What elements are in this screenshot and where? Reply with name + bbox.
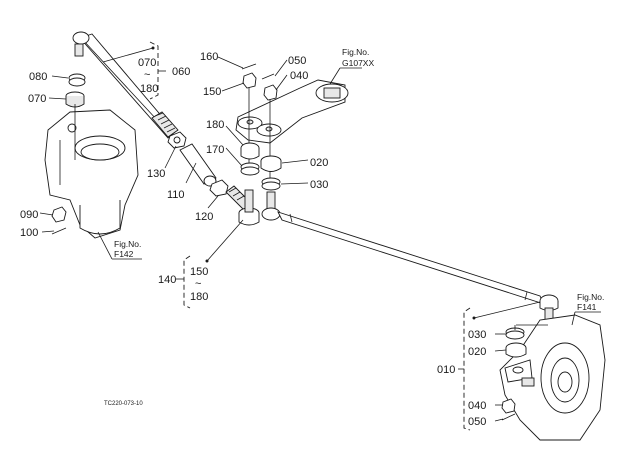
bracket-140-range-start: 150 [190,266,208,278]
bracket-140-range-end: 180 [190,291,208,303]
part-130-nut[interactable] [167,131,187,149]
figure-ref-f142-label: Fig.No. [114,239,141,249]
figure-ref-g107xx-number[interactable]: G107XX [342,58,374,68]
callout-030-mid[interactable]: 030 [310,179,328,191]
part-040-nut-top[interactable] [263,84,278,101]
callout-180[interactable]: 180 [206,119,224,131]
bracket-060-range-start: 070 [138,57,156,69]
axle-case-right[interactable] [499,314,606,441]
callout-140[interactable]: 140 [158,274,176,286]
part-110-sleeve[interactable] [179,143,217,187]
callout-080[interactable]: 080 [29,71,47,83]
part-170-seal[interactable] [240,162,260,176]
callout-090[interactable]: 090 [20,209,38,221]
figure-ref-f141-number[interactable]: F141 [577,302,597,312]
part-090-nut[interactable] [51,206,67,223]
callout-040-top[interactable]: 040 [290,70,308,82]
part-180-dust-cover[interactable] [240,142,260,160]
part-040-nut-right[interactable] [501,398,516,414]
part-160-pin[interactable] [241,63,257,70]
bracket-060-tilde: ~ [144,69,150,81]
callout-150[interactable]: 150 [203,86,221,98]
figure-ref-f141-label: Fig.No. [577,292,604,302]
part-050-pin-top[interactable] [261,73,275,80]
part-030-seal-right[interactable] [505,327,525,340]
callout-170[interactable]: 170 [206,144,224,156]
callout-130[interactable]: 130 [147,168,165,180]
part-020-dust-cover-right[interactable] [505,342,527,358]
part-030-seal-mid[interactable] [261,177,281,191]
part-120-nut[interactable] [209,179,229,197]
callout-020-mid[interactable]: 020 [310,157,328,169]
steering-case-left[interactable] [44,104,139,239]
figure-ref-f142-number[interactable]: F142 [114,249,134,259]
part-080-seal[interactable] [68,73,86,87]
callout-060[interactable]: 060 [172,66,190,78]
drawing-code: TC220-073-10 [104,401,143,407]
callout-050-right[interactable]: 050 [468,416,486,428]
drag-link[interactable] [72,31,179,139]
figure-ref-f141[interactable]: Fig.No. F141 [577,292,604,312]
callout-160[interactable]: 160 [200,51,218,63]
figure-ref-f142[interactable]: Fig.No. F142 [114,239,141,259]
callout-100[interactable]: 100 [20,227,38,239]
callout-010[interactable]: 010 [437,364,455,376]
figure-ref-g107xx[interactable]: Fig.No. G107XX [342,47,374,68]
callout-070[interactable]: 070 [28,93,46,105]
callout-110[interactable]: 110 [167,189,185,201]
part-020-dust-cover-mid[interactable] [260,155,282,172]
bracket-140-tilde: ~ [195,278,201,290]
callout-050-top[interactable]: 050 [288,55,306,67]
callout-040-right[interactable]: 040 [468,400,486,412]
bracket-140 [176,255,191,309]
part-050-pin-right[interactable] [501,413,516,421]
tie-rod-end-left[interactable] [225,185,260,226]
part-150-nut[interactable] [242,72,257,89]
part-100-pin[interactable] [51,227,67,235]
callout-030-right[interactable]: 030 [468,329,486,341]
steering-arm[interactable] [235,75,349,188]
callout-020-right[interactable]: 020 [468,346,486,358]
callout-120[interactable]: 120 [195,211,213,223]
leader-lines [39,46,601,422]
tie-rod[interactable] [261,191,559,325]
figure-ref-g107xx-label: Fig.No. [342,47,369,57]
bracket-060 [149,41,166,100]
bracket-060-range-end: 180 [140,83,158,95]
bracket-010 [458,307,471,431]
